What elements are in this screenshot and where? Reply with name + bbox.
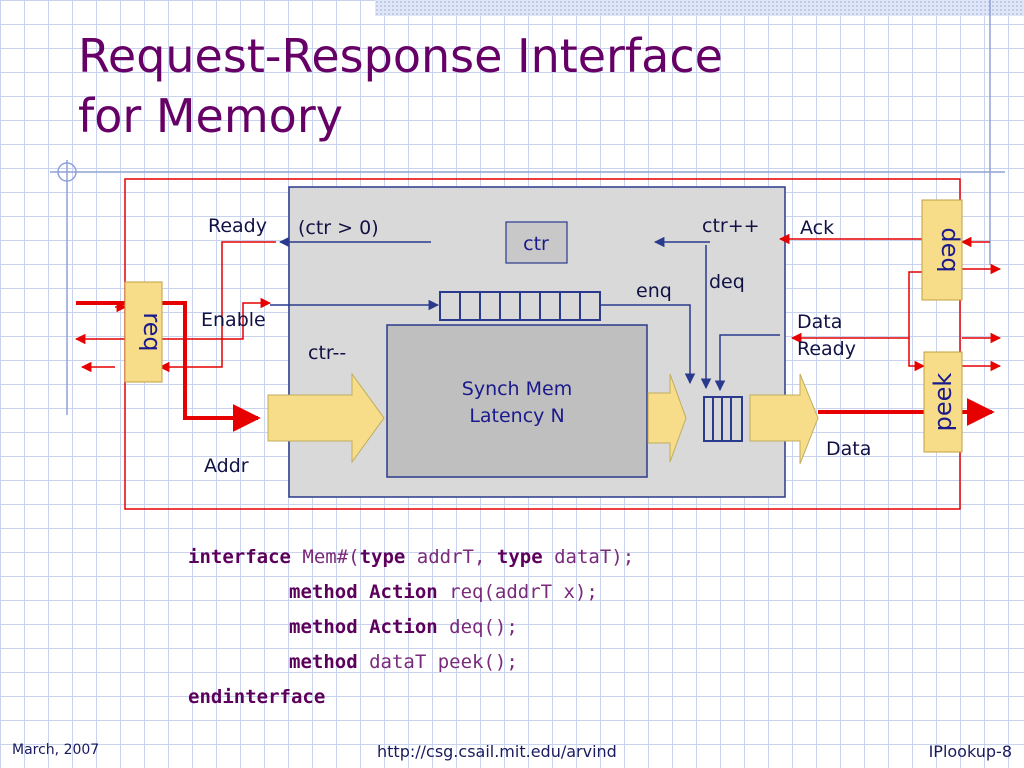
deq-port (921, 199, 963, 301)
code-keyword: type (359, 546, 406, 568)
internal-wires (270, 236, 780, 392)
ctr-condition-label: (ctr > 0) (298, 217, 379, 239)
header-decoration (375, 0, 1024, 16)
data-label: Data (826, 438, 871, 460)
enq-label: enq (636, 280, 672, 302)
ctr-increment-label: ctr++ (702, 215, 760, 237)
footer-date: March, 2007 (12, 742, 100, 758)
response-fifo (703, 396, 743, 442)
deq-port-label: deq (936, 227, 964, 272)
data-ready-label-line-2: Ready (797, 338, 856, 360)
ack-label: Ack (800, 217, 834, 239)
peek-port-label: peek (929, 373, 957, 432)
addr-label: Addr (204, 455, 249, 477)
ctr-decrement-label: ctr-- (308, 342, 346, 364)
mem-output-arrow (647, 373, 687, 463)
mem-label-line-2: Latency N (469, 405, 564, 427)
code-text: req(addrT x); (437, 581, 598, 603)
ready-label: Ready (208, 215, 267, 237)
data-output-arrow (749, 373, 819, 465)
req-port (124, 281, 163, 383)
ctr-label: ctr (523, 233, 549, 255)
code-line-5: endinterface (188, 680, 634, 715)
title-line-2: for Memory (78, 89, 343, 143)
code-text: addrT, (405, 546, 497, 568)
code-keyword: interface (188, 546, 291, 568)
code-keyword: method (289, 651, 358, 673)
code-text: Mem#( (290, 546, 360, 568)
ctr-box (505, 221, 568, 264)
mem-label-line-1: Synch Mem (462, 378, 572, 400)
code-text: dataT peek(); (357, 651, 518, 673)
slide-decoration (50, 0, 1005, 415)
interface-code-block: interface Mem#(type addrT, type dataT);m… (188, 540, 634, 715)
footer-page-number: IPlookup-8 (928, 742, 1012, 761)
enable-label: Enable (201, 309, 266, 331)
code-line-4: method dataT peek(); (188, 645, 634, 680)
code-keyword: method Action (289, 616, 438, 638)
request-fifo (439, 291, 601, 321)
deq-label: deq (709, 271, 745, 293)
title-line-1: Request-Response Interface (78, 29, 723, 83)
peek-port (923, 351, 963, 453)
code-text: dataT); (542, 546, 635, 568)
addr-input-arrow (267, 372, 385, 464)
thick-data-paths (76, 301, 995, 432)
synch-mem-block (386, 324, 648, 478)
slide-title: Request-Response Interface for Memory (78, 26, 723, 146)
code-line-1: interface Mem#(type addrT, type dataT); (188, 540, 634, 575)
code-keyword: endinterface (188, 686, 326, 708)
code-keyword: method Action (289, 581, 438, 603)
code-line-3: method Action deq(); (188, 610, 634, 645)
data-ready-label-line-1: Data (797, 311, 842, 333)
code-keyword: type (496, 546, 543, 568)
req-port-label: req (138, 312, 166, 351)
code-text: deq(); (437, 616, 518, 638)
code-line-2: method Action req(addrT x); (188, 575, 634, 610)
external-wires (74, 233, 1002, 373)
footer-url[interactable]: http://csg.csail.mit.edu/arvind (377, 742, 617, 761)
